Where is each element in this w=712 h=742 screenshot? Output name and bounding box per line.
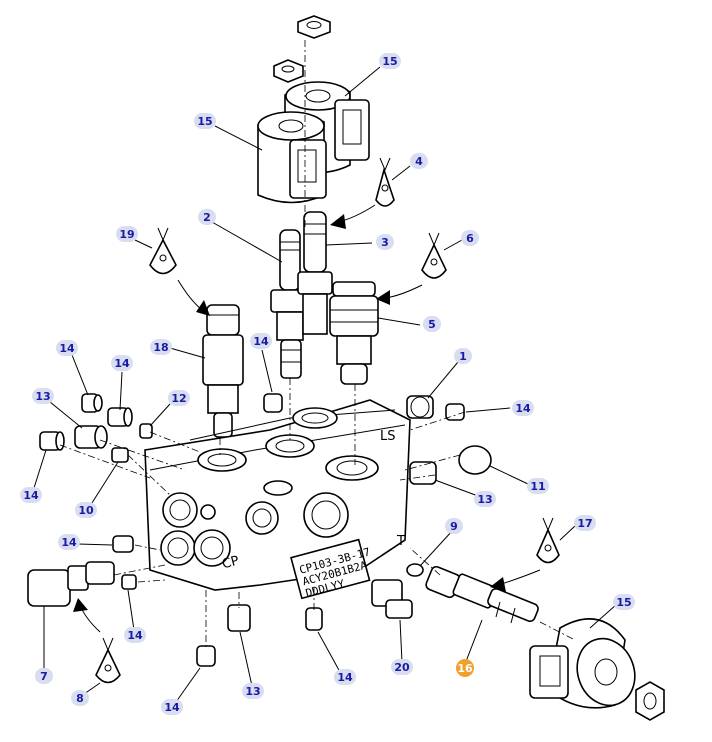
torque-icon-8: [95, 637, 121, 684]
callout-label: 3: [381, 236, 389, 249]
callout-label: 13: [35, 390, 50, 403]
port-label-cp: CP: [221, 553, 241, 572]
callout: 14: [334, 669, 356, 685]
callout-label: 14: [23, 489, 39, 502]
callout-label: 13: [477, 493, 492, 506]
callout: 4: [410, 153, 428, 169]
port-label-ls: LS: [380, 429, 396, 444]
callout-highlighted[interactable]: 16: [456, 659, 474, 677]
relief-valve-5: [329, 281, 379, 385]
callout: 15: [379, 53, 401, 69]
callout-label: 10: [78, 504, 94, 517]
valve-cartridge-3: [297, 211, 333, 335]
callout: 20: [391, 659, 413, 675]
callout: 15: [613, 594, 635, 610]
callout-label: 16: [457, 662, 473, 675]
callout: 13: [242, 683, 264, 699]
callout: 15: [194, 113, 216, 129]
callout-label: 18: [153, 341, 168, 354]
callout-label: 17: [577, 517, 592, 530]
callout-label: 14: [127, 629, 143, 642]
callout: 14: [124, 627, 146, 643]
callout: 13: [32, 388, 54, 404]
callout: 5: [423, 316, 441, 332]
callout: 13: [474, 491, 496, 507]
callout: 3: [376, 234, 394, 250]
solenoid-coil-front: [257, 111, 327, 204]
callout: 11: [527, 478, 549, 494]
torque-icon-19: [149, 227, 177, 275]
callout-label: 1: [459, 350, 467, 363]
callout: 14: [161, 699, 183, 715]
callout: 14: [20, 487, 42, 503]
hex-nut-bottom: [635, 681, 665, 721]
solenoid-coil-bottom: [529, 618, 636, 709]
callout: 12: [168, 390, 190, 406]
callout: 9: [445, 518, 463, 534]
assembly-arrows: [73, 204, 541, 633]
callout: 14: [111, 355, 133, 371]
callout-label: 9: [450, 520, 458, 533]
callout-label: 15: [382, 55, 397, 68]
callout-label: 19: [119, 228, 134, 241]
callout-label: 11: [530, 480, 545, 493]
callout: 19: [116, 226, 138, 242]
callout: 17: [574, 515, 596, 531]
plug-7: [27, 561, 115, 607]
hex-nut-left: [273, 59, 304, 83]
callout: 2: [198, 209, 216, 225]
callout-label: 2: [203, 211, 211, 224]
callout-label: 6: [466, 232, 474, 245]
torque-icon-4: [375, 157, 395, 207]
center-lines: [59, 40, 576, 648]
hex-nut-top: [297, 15, 331, 39]
callout-label: 14: [515, 402, 531, 415]
leader-lines: [33, 66, 618, 703]
valve-cartridge-18: [202, 304, 244, 438]
callout: 14: [58, 534, 80, 550]
callout-label: 7: [40, 670, 48, 683]
valve-body: [144, 399, 411, 600]
solenoid-valve-16: [425, 565, 539, 624]
callout-label: 14: [164, 701, 180, 714]
callout-label: 14: [61, 536, 77, 549]
callout-label: 4: [415, 155, 423, 168]
torque-icon-6: [421, 232, 447, 279]
callout: 18: [150, 339, 172, 355]
valve-cartridge-2: [270, 229, 310, 379]
callout-label: 15: [616, 596, 631, 609]
port-label-t: T: [396, 534, 405, 549]
callout: 14: [512, 400, 534, 416]
torque-icon-17: [536, 517, 560, 564]
callout: 1: [454, 348, 472, 364]
callout-label: 12: [171, 392, 186, 405]
callout: 7: [35, 668, 53, 684]
callout: 14: [250, 333, 272, 349]
callout-label: 5: [428, 318, 436, 331]
callout-label: 14: [114, 357, 130, 370]
callout-label: 13: [245, 685, 260, 698]
callout-label: 14: [337, 671, 353, 684]
callout-label: 20: [394, 661, 410, 674]
callout-label: 8: [76, 692, 84, 705]
callout-label: 14: [253, 335, 269, 348]
callout: 6: [461, 230, 479, 246]
callout: 14: [56, 340, 78, 356]
callout-label: 15: [197, 115, 212, 128]
callout: 10: [75, 502, 97, 518]
callout: 8: [71, 690, 89, 706]
callout-label: 14: [59, 342, 75, 355]
